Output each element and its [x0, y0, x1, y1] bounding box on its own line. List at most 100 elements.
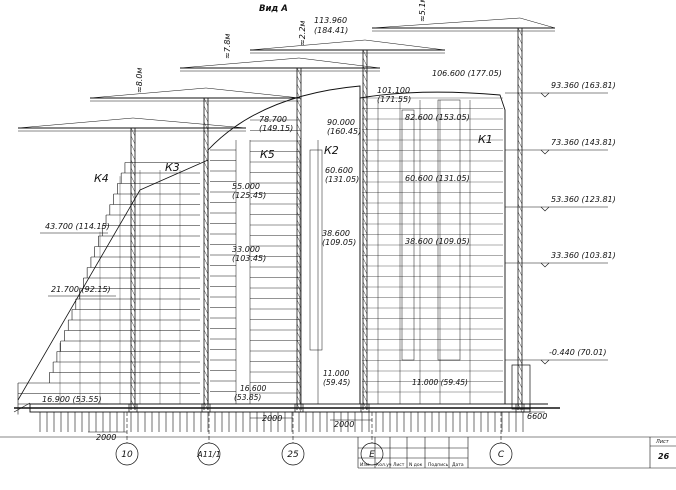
crane-lattice: [517, 91, 523, 101]
crane-lattice: [296, 243, 302, 253]
crane-lattice: [296, 139, 302, 149]
crane-lattice: [362, 289, 368, 299]
crane-lattice: [203, 201, 209, 211]
crane-lattice: [130, 343, 136, 353]
crane-lattice: [362, 297, 368, 307]
dimension-label: 2000: [96, 433, 116, 442]
crane-lattice: [296, 403, 302, 413]
core-wall: [437, 99, 461, 361]
elevation-label: 21.700 (92.15): [51, 285, 111, 294]
dimension-lines: [40, 92, 608, 443]
crane-lattice: [517, 307, 523, 317]
crane-lattice: [517, 27, 523, 37]
crane-lattice: [203, 281, 209, 291]
elevation-label: 33.360 (103.81): [551, 251, 616, 260]
crane-lattice: [203, 289, 209, 299]
crane-tie: [519, 17, 556, 29]
crane-lattice: [517, 363, 523, 373]
crane-lattice: [130, 183, 136, 193]
crane-lattice: [296, 299, 302, 309]
crane-label-k2: К2: [324, 144, 339, 157]
crane-lattice: [296, 323, 302, 333]
crane-lattice: [203, 169, 209, 179]
crane-lattice: [362, 225, 368, 235]
crane-lattice: [296, 387, 302, 397]
title-block-cell: Кол.уч: [376, 462, 392, 468]
elevation-label: 55.000: [232, 182, 260, 191]
crane-lattice: [517, 187, 523, 197]
crane-lattice: [362, 217, 368, 227]
crane-lattice: [362, 201, 368, 211]
elevation-label: 60.600: [325, 166, 353, 175]
crane-lattice: [296, 179, 302, 189]
crane-lattice: [517, 339, 523, 349]
crane-lattice: [130, 159, 136, 169]
crane-lattice: [362, 145, 368, 155]
crane-lattice: [130, 167, 136, 177]
crane-lattice: [362, 137, 368, 147]
elevation-arrow: [540, 262, 550, 268]
crane-lattice: [130, 391, 136, 401]
crane-base: [128, 403, 138, 413]
axis-marker-a11-1: А11/1: [196, 442, 221, 466]
crane-lattice: [296, 331, 302, 341]
axis-label: Е: [369, 450, 375, 460]
crane-lattice: [203, 97, 209, 107]
core-wall: [309, 149, 323, 351]
elevation-label: (160.45): [327, 127, 361, 136]
sheet-number: 26: [658, 452, 670, 461]
crane-lattice: [130, 247, 136, 257]
crane-lattice: [517, 43, 523, 53]
crane-lattice: [362, 345, 368, 355]
crane-lattice: [362, 73, 368, 83]
crane-lattice: [517, 275, 523, 285]
elevation-label: (125.45): [232, 191, 266, 200]
crane-lattice: [362, 81, 368, 91]
crane-lattice: [130, 143, 136, 153]
crane-tie: [132, 117, 247, 129]
crane-lattice: [203, 265, 209, 275]
axis-marker-e: Е: [360, 442, 384, 466]
crane-lattice: [130, 271, 136, 281]
crane-label-k5: К5: [260, 148, 275, 161]
crane-lattice: [296, 283, 302, 293]
elevation-arrow: [540, 149, 550, 155]
crane-lattice: [203, 329, 209, 339]
crane-tie: [298, 57, 381, 69]
elevation-label: 60.600 (131.05): [405, 174, 470, 183]
crane-label-k3: К3: [165, 161, 180, 174]
crane-lattice: [130, 127, 136, 137]
dimension-label: 2000: [334, 420, 354, 429]
crane-lattice: [296, 219, 302, 229]
crane-lattice: [203, 225, 209, 235]
elevation-label: (131.05): [325, 175, 359, 184]
elevation-label: (184.41): [314, 26, 348, 35]
crane-lattice: [296, 259, 302, 269]
elevation-label: 78.700: [259, 115, 287, 124]
dimension-label: 2000: [262, 414, 282, 423]
crane-lattice: [517, 251, 523, 261]
crane-lattice: [362, 129, 368, 139]
crane-base: [360, 403, 370, 413]
crane-lattice: [517, 123, 523, 133]
crane-lattice: [130, 151, 136, 161]
elevation-label: 43.700 (114.15): [45, 222, 110, 231]
crane-lattice: [517, 235, 523, 245]
elevation-label: (53.85): [234, 393, 261, 402]
crane-lattice: [130, 327, 136, 337]
elevation-label: 16.900 (53.55): [42, 395, 102, 404]
crane-lattice: [362, 193, 368, 203]
crane-lattice: [130, 239, 136, 249]
title-block-cell: Изм.: [360, 462, 371, 468]
crane-lattice: [203, 257, 209, 267]
crane-lattice: [130, 231, 136, 241]
crane-lattice: [296, 99, 302, 109]
elevation-label: (149.15): [259, 124, 293, 133]
crane-lattice: [296, 371, 302, 381]
crane-lattice: [517, 219, 523, 229]
crane-lattice: [296, 363, 302, 373]
crane-lattice: [203, 113, 209, 123]
crane-lattice: [130, 359, 136, 369]
crane-lattice: [203, 353, 209, 363]
crane-tie: [371, 17, 521, 29]
